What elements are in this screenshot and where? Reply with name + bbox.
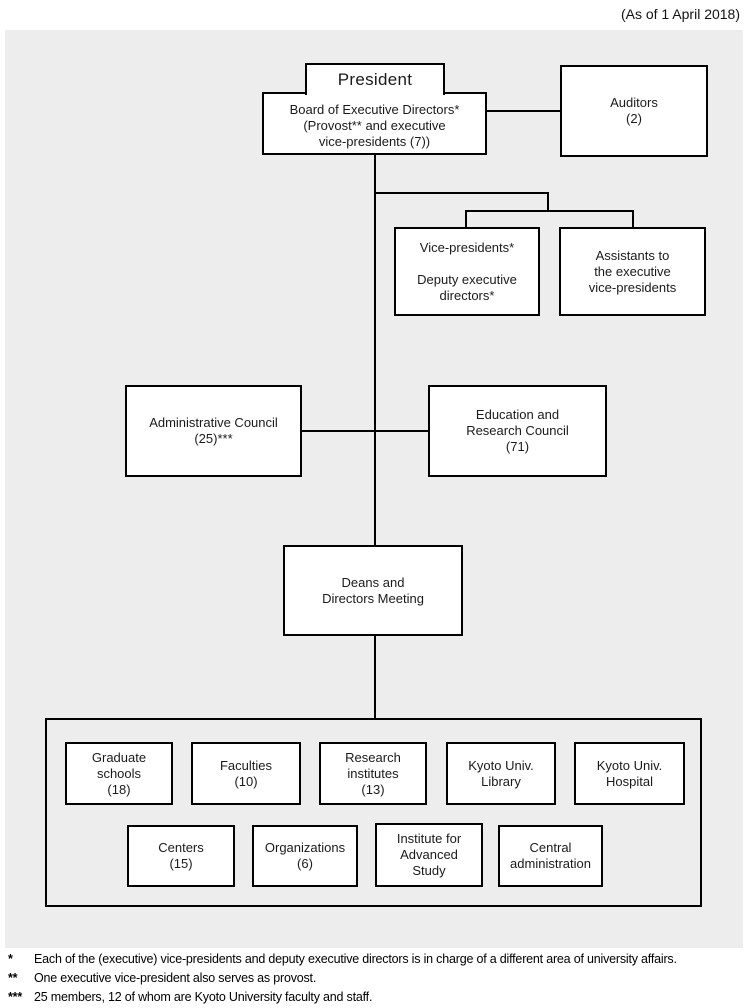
box-organizations: Organizations (6) <box>252 825 358 887</box>
deans-directors-meeting-label: Deans and Directors Meeting <box>322 574 424 606</box>
connector-main-vertical <box>374 154 376 720</box>
connector-councils-horizontal <box>302 430 428 432</box>
institute-advanced-study-label: Institute for Advanced Study <box>396 831 462 878</box>
kyoto-univ-library-label: Kyoto Univ. Library <box>468 757 534 789</box>
box-auditors: Auditors (2) <box>560 65 708 157</box>
vice-presidents-label: Vice-presidents* Deputy executive direct… <box>417 239 517 303</box>
units-container <box>45 718 702 907</box>
box-administrative-council: Administrative Council (25)*** <box>125 385 302 477</box>
footnote-text: Each of the (executive) vice-presidents … <box>34 952 677 966</box>
connector-vp-branch-drop <box>547 192 549 212</box>
administrative-council-label: Administrative Council (25)*** <box>149 415 278 446</box>
connector-vp-branch-horizontal <box>374 192 549 194</box>
footnote-row: ** One executive vice-president also ser… <box>8 970 744 986</box>
graduate-schools-label: Graduate schools (18) <box>91 749 147 797</box>
footnote-marker: *** <box>8 990 22 1004</box>
education-research-council-label: Education and Research Council (71) <box>466 407 569 454</box>
box-central-administration: Central administration <box>498 825 603 887</box>
research-institutes-label: Research institutes (13) <box>345 749 401 797</box>
connector-vp-box-drop <box>465 210 467 229</box>
faculties-label: Faculties (10) <box>219 757 273 789</box>
box-institute-advanced-study: Institute for Advanced Study <box>375 823 483 887</box>
box-education-research-council: Education and Research Council (71) <box>428 385 607 477</box>
footnote-row: * Each of the (executive) vice-president… <box>8 951 744 967</box>
board-of-directors-label: Board of Executive Directors* (Provost**… <box>289 101 460 149</box>
kyoto-univ-hospital-label: Kyoto Univ. Hospital <box>596 757 663 789</box>
box-president: President <box>305 63 445 95</box>
box-board-of-directors: Board of Executive Directors* (Provost**… <box>262 92 487 155</box>
box-vice-presidents: Vice-presidents* Deputy executive direct… <box>394 227 540 316</box>
footnote-marker: * <box>8 952 13 966</box>
footnote-text: 25 members, 12 of whom are Kyoto Univers… <box>34 990 373 1004</box>
connector-vp-pair-horizontal <box>465 210 634 212</box>
footnote-text: One executive vice-president also serves… <box>34 971 317 985</box>
centers-label: Centers (15) <box>158 840 204 871</box>
connector-assistants-box-drop <box>632 210 634 229</box>
president-label: President <box>337 70 413 89</box>
organizations-label: Organizations (6) <box>264 840 346 871</box>
box-kyoto-univ-hospital: Kyoto Univ. Hospital <box>574 742 685 805</box>
assistants-label: Assistants to the executive vice-preside… <box>588 247 677 295</box>
auditors-label: Auditors (2) <box>610 95 658 126</box>
footnote-row: *** 25 members, 12 of whom are Kyoto Uni… <box>8 989 744 1005</box>
box-assistants: Assistants to the executive vice-preside… <box>559 227 706 316</box>
box-kyoto-univ-library: Kyoto Univ. Library <box>446 742 556 805</box>
footnote-marker: ** <box>8 971 18 985</box>
central-administration-label: Central administration <box>510 840 591 871</box>
as-of-date-label: (As of 1 April 2018) <box>620 6 740 22</box>
box-research-institutes: Research institutes (13) <box>319 742 427 805</box>
box-deans-directors-meeting: Deans and Directors Meeting <box>283 545 463 636</box>
box-graduate-schools: Graduate schools (18) <box>65 742 173 805</box>
connector-board-auditors <box>487 110 560 112</box>
footnotes-section: * Each of the (executive) vice-president… <box>8 951 744 1008</box>
box-centers: Centers (15) <box>127 825 235 887</box>
box-faculties: Faculties (10) <box>191 742 301 805</box>
